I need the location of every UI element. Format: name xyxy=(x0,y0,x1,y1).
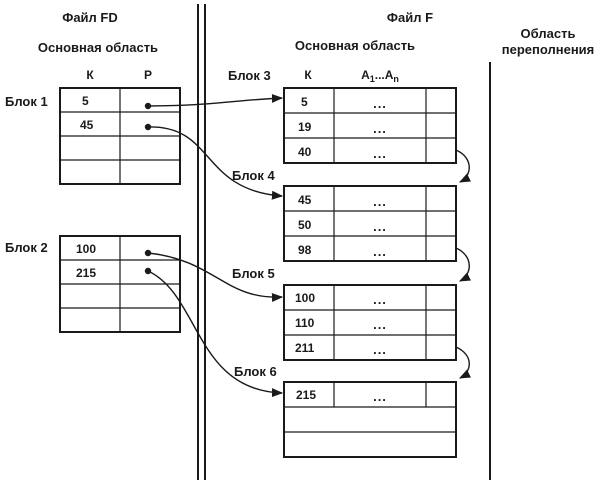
fd-block-1-key: 5 xyxy=(82,94,89,108)
fd-block-2-table xyxy=(59,235,181,333)
fd-block-1-key: 45 xyxy=(80,118,94,132)
f-block-5-key: 110 xyxy=(295,316,315,330)
f-block-3-table xyxy=(283,87,457,164)
f-block-3-dots: ... xyxy=(373,146,387,161)
f-block-4-dots: ... xyxy=(373,219,387,234)
f-block-4-dots: ... xyxy=(373,194,387,209)
file-fd-area-title: Основная область xyxy=(38,40,158,55)
f-block-4-key: 98 xyxy=(298,243,312,257)
f-block-label: Блок 4 xyxy=(232,168,275,183)
f-block-3-key: 40 xyxy=(298,145,312,159)
chain-block3-to-block4 xyxy=(455,149,472,183)
file-f-title: Файл F xyxy=(387,10,433,25)
link-block2-to-block5 xyxy=(147,252,284,302)
f-block-label: Блок 3 xyxy=(228,68,271,83)
f-block-5-dots: ... xyxy=(373,342,387,357)
f-block-6-dots: ... xyxy=(373,389,387,404)
f-block-4-table xyxy=(283,185,457,262)
file-fd-title: Файл FD xyxy=(62,10,118,25)
fd-block-label: Блок 1 xyxy=(5,94,48,109)
fd-col-p-header: Р xyxy=(144,68,152,82)
f-block-label: Блок 5 xyxy=(232,266,275,281)
chain-block5-to-block6 xyxy=(455,346,472,379)
f-block-label: Блок 6 xyxy=(234,364,277,379)
f-col-k-header: К xyxy=(304,68,312,82)
chain-block4-to-block5 xyxy=(455,247,472,282)
f-block-5-dots: ... xyxy=(373,292,387,307)
file-f-area-title: Основная область xyxy=(295,38,415,53)
f-block-6-table xyxy=(283,381,457,458)
f-block-5-key: 211 xyxy=(295,341,315,355)
f-block-3-key: 19 xyxy=(298,120,312,134)
fd-block-2-key: 215 xyxy=(76,266,96,280)
link-block1-to-block4 xyxy=(147,126,284,200)
link-block1-to-block3 xyxy=(147,93,284,107)
f-block-5-table xyxy=(283,284,457,361)
f-block-5-dots: ... xyxy=(373,317,387,332)
fd-block-2-key: 100 xyxy=(76,242,96,256)
f-col-a-header: A1...An xyxy=(361,68,399,84)
f-block-5-key: 100 xyxy=(295,291,315,305)
f-block-4-key: 45 xyxy=(298,193,312,207)
fd-block-label: Блок 2 xyxy=(5,240,48,255)
f-block-6-key: 215 xyxy=(296,388,316,402)
fd-col-k-header: К xyxy=(86,68,94,82)
f-block-3-dots: ... xyxy=(373,121,387,136)
link-block2-to-block6 xyxy=(147,270,284,398)
f-block-3-key: 5 xyxy=(301,95,308,109)
fd-block-1-table xyxy=(59,87,181,185)
f-block-3-dots: ... xyxy=(373,96,387,111)
f-block-4-dots: ... xyxy=(373,244,387,259)
f-block-4-key: 50 xyxy=(298,218,312,232)
overflow-title-line2: переполнения xyxy=(502,42,595,57)
overflow-title-line1: Область xyxy=(521,26,576,41)
